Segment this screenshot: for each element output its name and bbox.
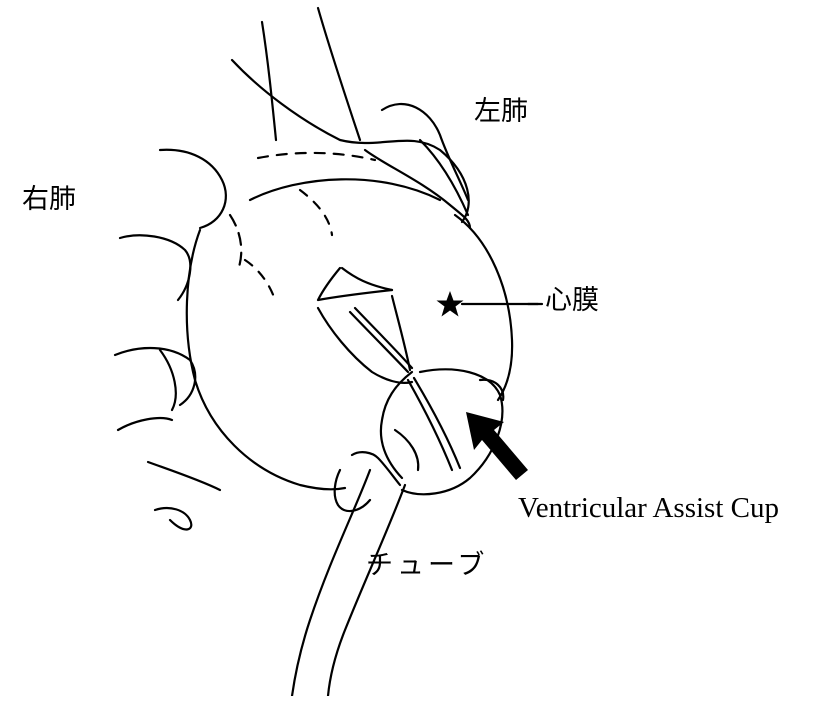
great-vessels bbox=[262, 8, 360, 140]
right-lung-outline bbox=[115, 150, 226, 530]
pericardial-window bbox=[318, 268, 412, 383]
arrow-icon bbox=[466, 412, 536, 484]
ventricular-assist-cup-label: Ventricular Assist Cup bbox=[518, 494, 779, 523]
tube-label: チューブ bbox=[366, 552, 488, 579]
star-icon bbox=[436, 290, 464, 318]
left-lung-label: 左肺 bbox=[474, 98, 528, 125]
pericardium-label: 心膜 bbox=[545, 287, 599, 314]
right-lung-label: 右肺 bbox=[22, 186, 76, 213]
left-lung-outline bbox=[232, 60, 470, 228]
